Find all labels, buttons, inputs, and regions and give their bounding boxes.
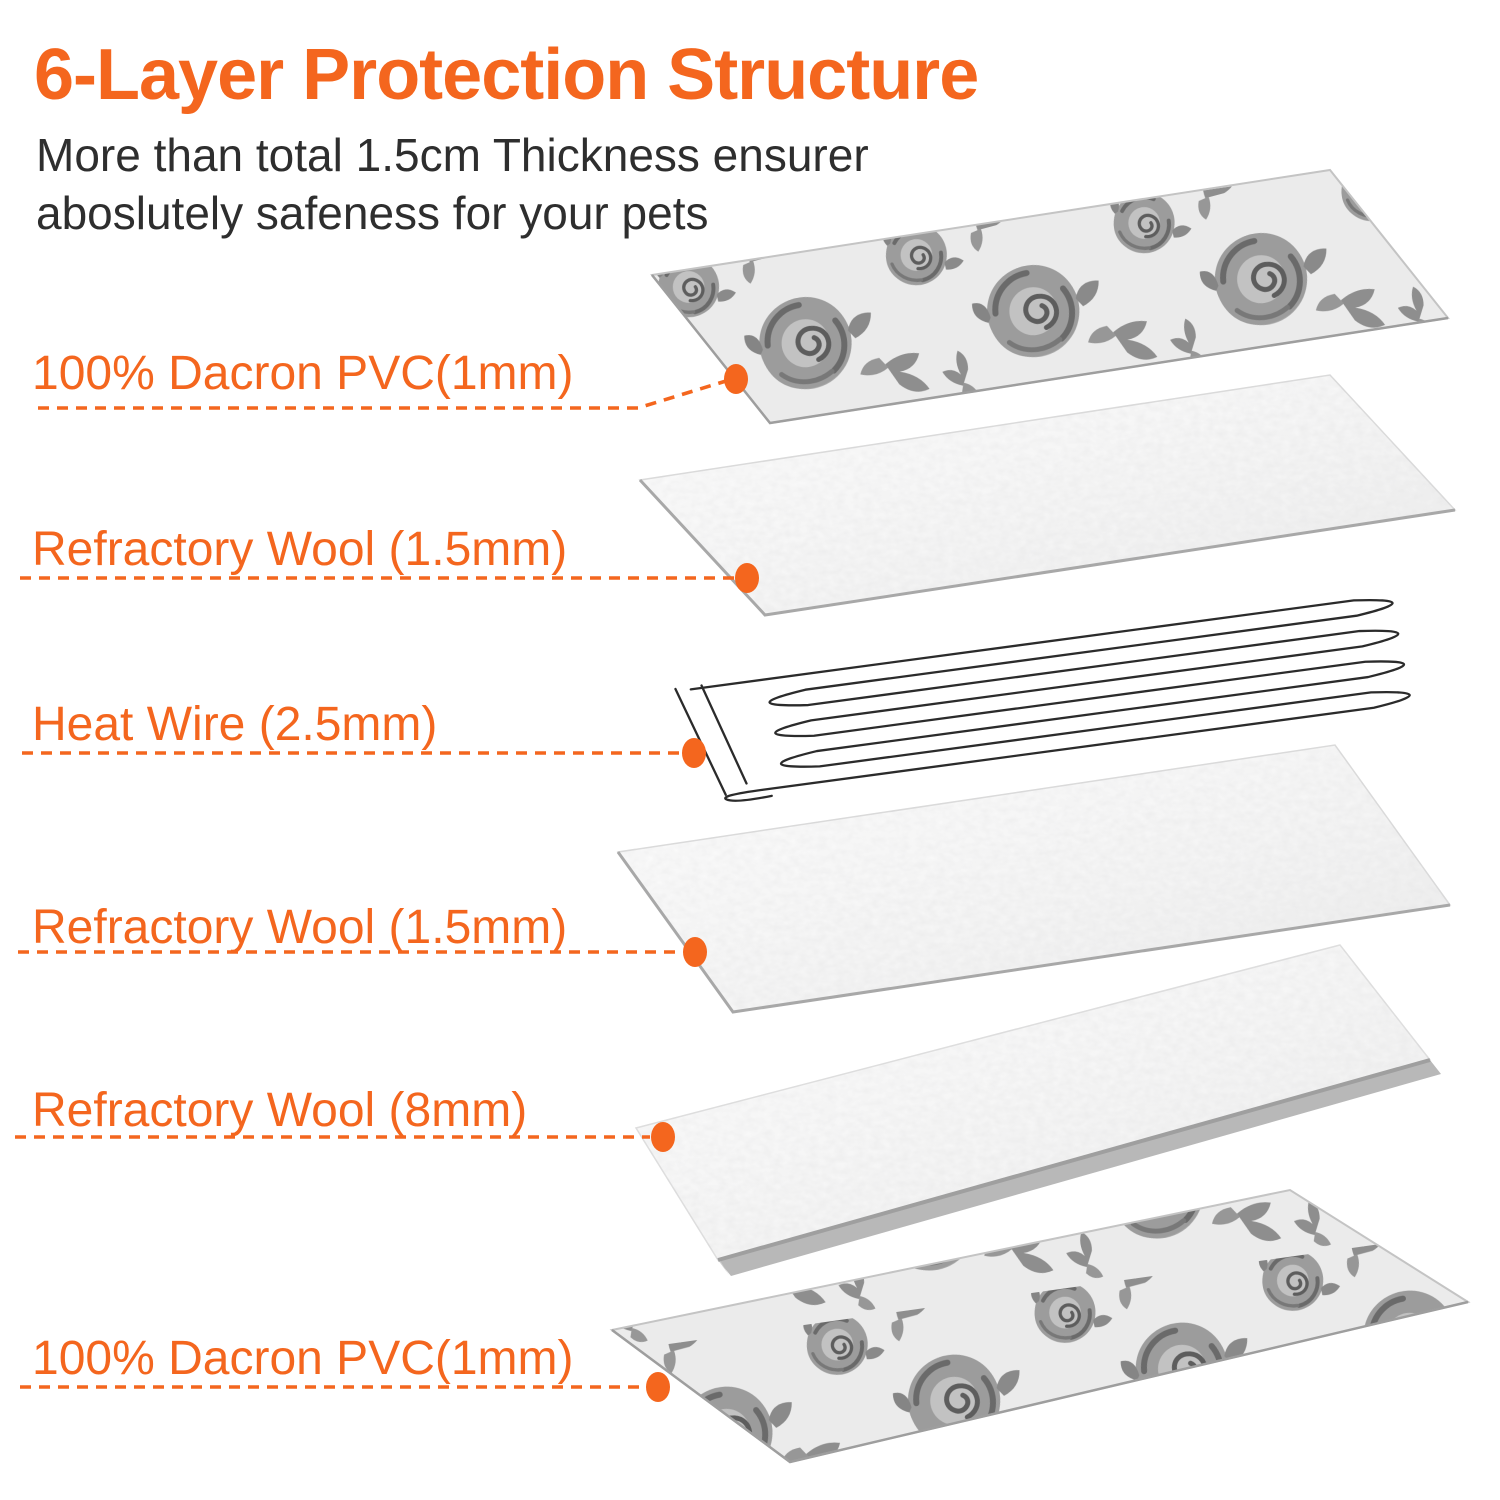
- layer-6-dacron-pvc-sheet: [609, 1188, 1471, 1464]
- layer-label-refractory-wool-1: Refractory Wool (1.5mm): [32, 523, 568, 576]
- layer-label-refractory-wool-2: Refractory Wool (1.5mm): [32, 901, 568, 954]
- layer-label-heat-wire: Heat Wire (2.5mm): [32, 698, 438, 751]
- layer-label-dacron-pvc-bottom: 100% Dacron PVC(1mm): [32, 1332, 574, 1385]
- page-subtitle: More than total 1.5cm Thickness ensurer …: [36, 126, 869, 243]
- layer-2-refractory-wool-sheet: [638, 374, 1457, 617]
- leader-dot-4: [683, 937, 707, 967]
- leader-dot-5: [651, 1122, 675, 1152]
- leader-dot-1: [724, 364, 748, 394]
- subtitle-line-2: aboslutely safeness for your pets: [36, 187, 709, 240]
- subtitle-line-1: More than total 1.5cm Thickness ensurer: [36, 129, 869, 181]
- layer-label-refractory-wool-8mm: Refractory Wool (8mm): [32, 1084, 528, 1137]
- leader-dot-2: [735, 563, 759, 593]
- leader-dot-6: [646, 1372, 670, 1402]
- layer-label-dacron-pvc-top: 100% Dacron PVC(1mm): [32, 347, 574, 400]
- leader-line-1: [38, 379, 727, 410]
- layer-5-refractory-wool-thick-sheet: [634, 944, 1441, 1276]
- page-title: 6-Layer Protection Structure: [34, 35, 979, 115]
- leader-dot-3: [682, 738, 706, 768]
